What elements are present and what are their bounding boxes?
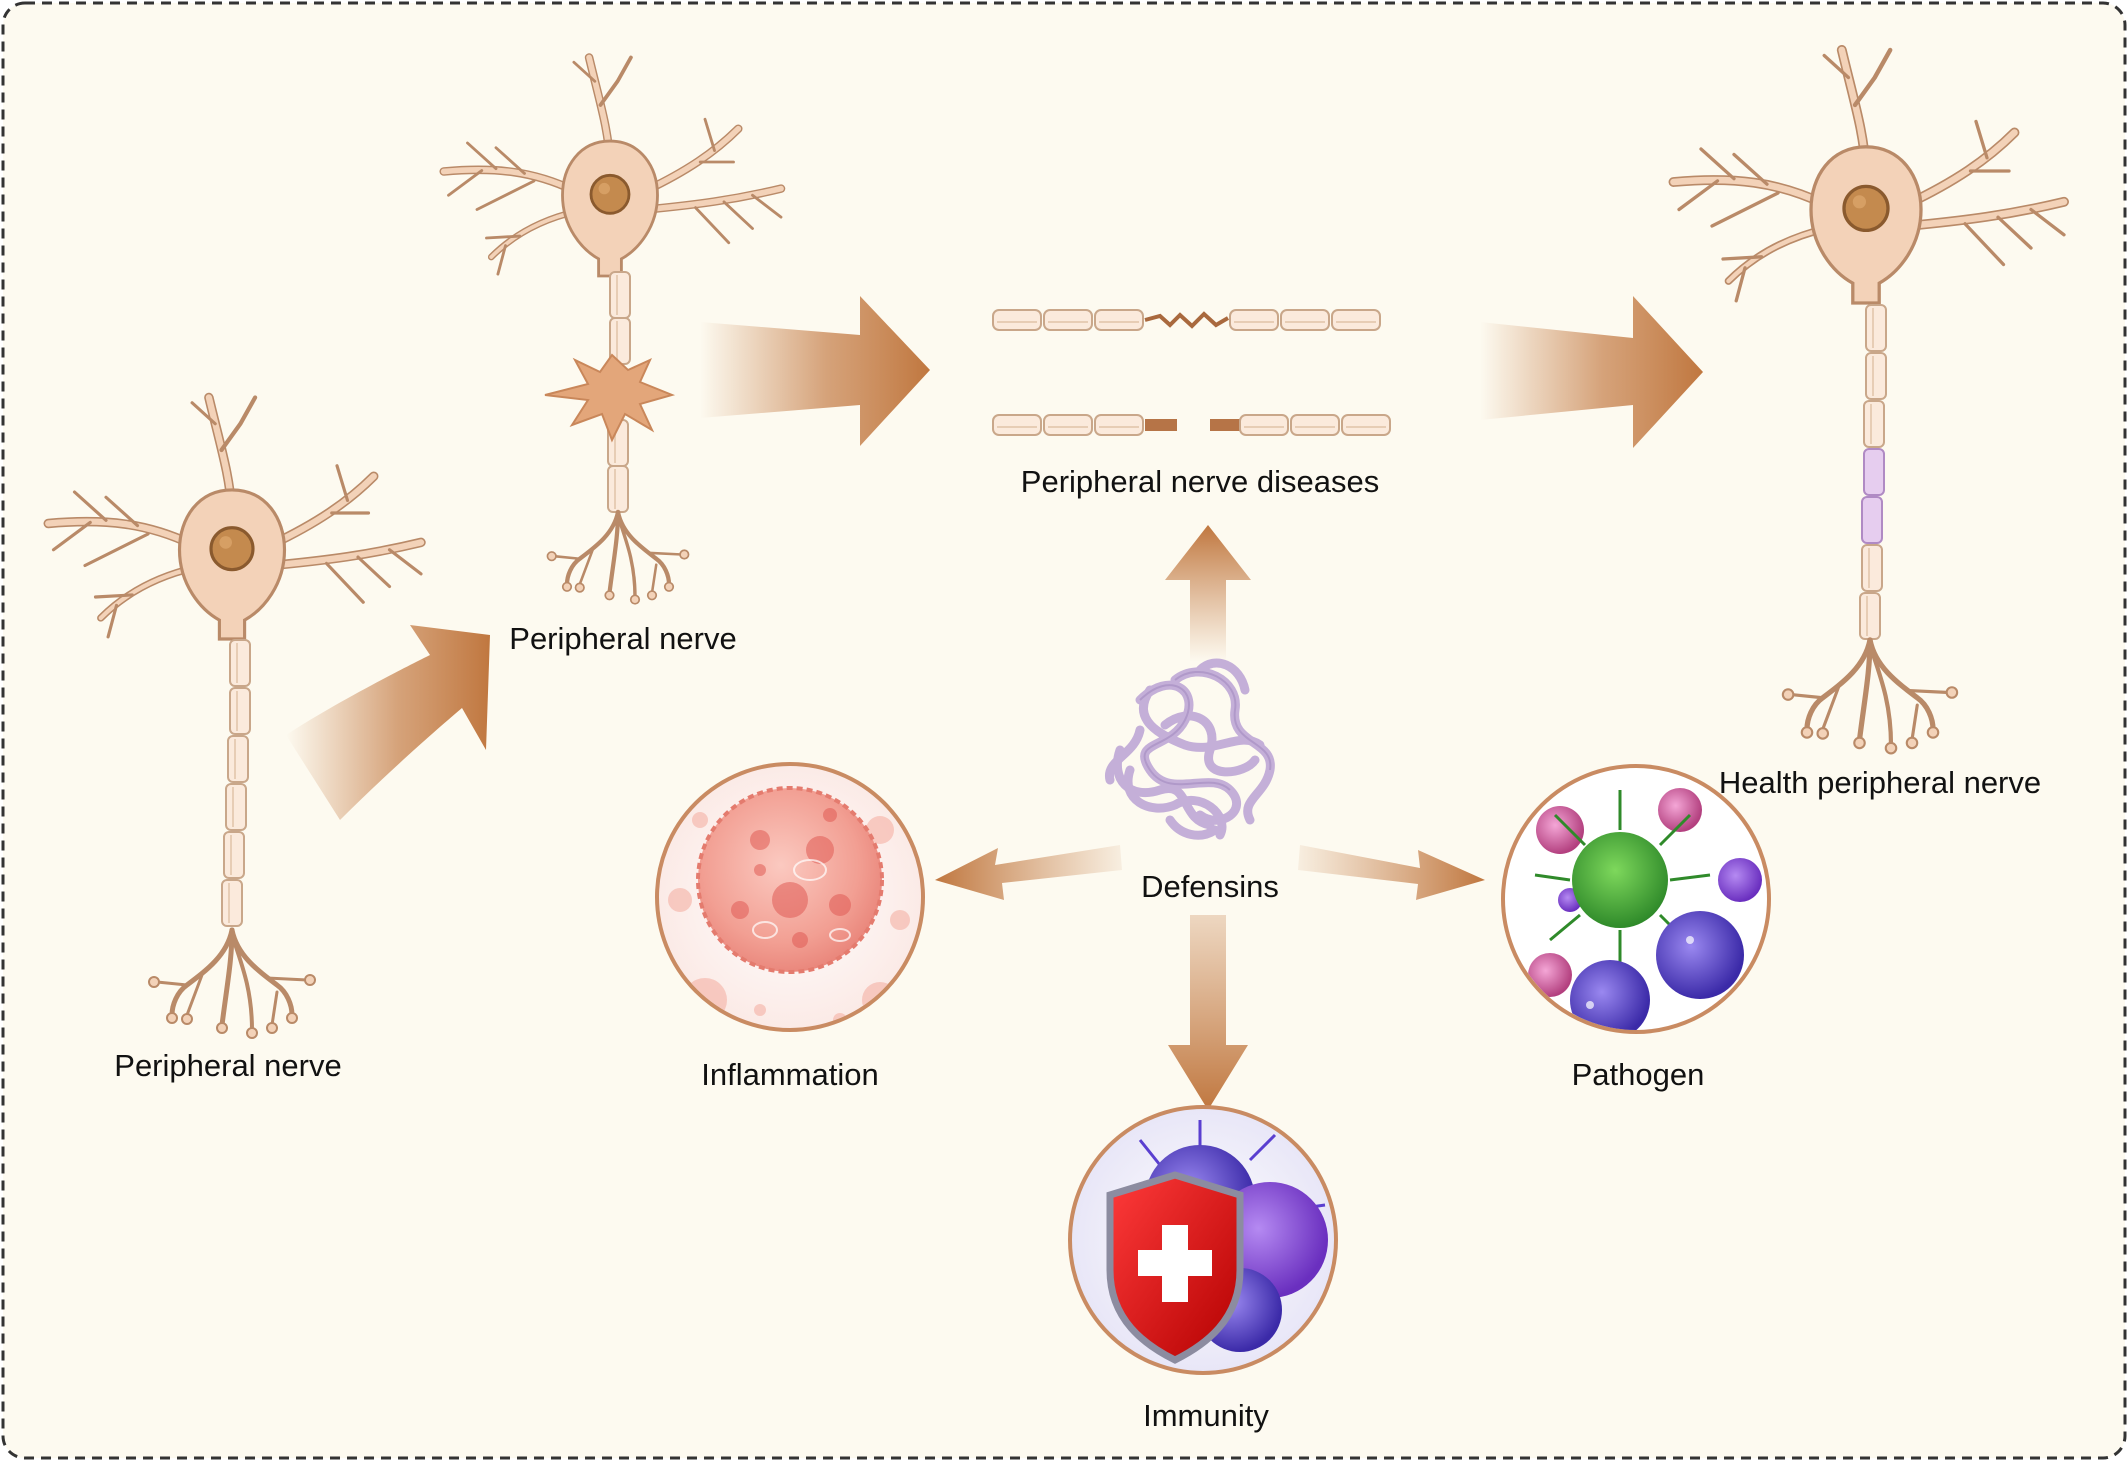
label-defensins: Defensins <box>1141 869 1279 904</box>
label-immunity: Immunity <box>1143 1398 1269 1433</box>
injury-burst-icon <box>544 353 676 443</box>
injured-nerve-illustration <box>444 57 781 603</box>
label-peripheral-nerve: Peripheral nerve <box>114 1048 342 1083</box>
label-pathogen: Pathogen <box>1571 1057 1705 1092</box>
label-health-peripheral-nerve: Health peripheral nerve <box>1718 765 2042 800</box>
flow-arrows <box>286 296 1703 820</box>
label-inflammation: Inflammation <box>701 1057 879 1092</box>
pathogen-illustration <box>1501 764 1771 1034</box>
arrow-to-diseases <box>700 296 930 446</box>
immunity-illustration <box>1068 1105 1338 1375</box>
damaged-axon-illustration <box>992 309 1391 436</box>
label-peripheral-nerve-diseases: Peripheral nerve diseases <box>1020 464 1380 499</box>
defensin-arrows <box>935 525 1485 1110</box>
label-injured-peripheral-nerve: Peripheral nerve <box>509 621 737 656</box>
arrow-to-healthy-nerve <box>1480 296 1703 448</box>
inflammation-illustration <box>655 762 925 1032</box>
arrow-to-injured-nerve <box>286 625 490 820</box>
healthy-nerve-illustration <box>1674 50 2065 753</box>
